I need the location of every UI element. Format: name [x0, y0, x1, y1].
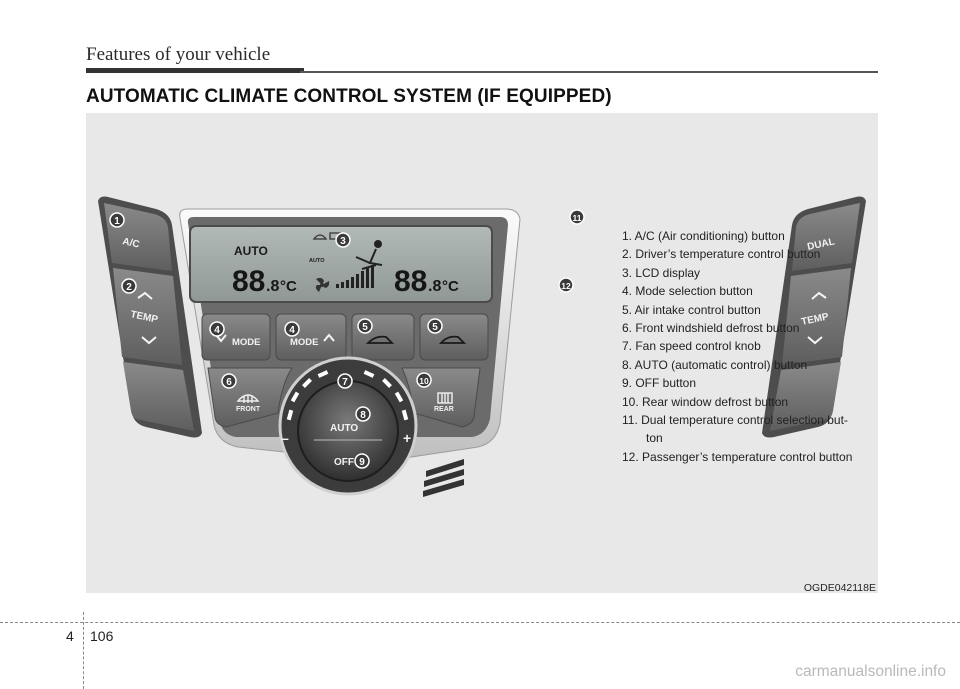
lcd-passenger-temp-decimal: .8: [428, 278, 441, 295]
airflow-person-icon: [355, 240, 383, 270]
ac-button-label: A/C: [121, 236, 140, 250]
legend-item: 6. Front windshield defrost button: [622, 321, 800, 336]
page-number: 106: [90, 628, 114, 644]
figure-code: OGDE042118E: [803, 582, 876, 594]
header-rule-thick: [86, 68, 304, 73]
fan-icon: [315, 277, 330, 292]
off-button-label: OFF: [334, 457, 354, 468]
legend-item: 7. Fan speed control knob: [622, 339, 761, 354]
footer-divider: [0, 622, 960, 623]
air-vent-grille: [423, 459, 464, 497]
callout-7: 7: [337, 373, 353, 389]
fan-level-bars: [336, 265, 374, 288]
legend-item: 4. Mode selection button: [622, 284, 753, 299]
climate-panel-illustration: AUTO AUTO 88 .8 °C 88 .8 °C A/C TEMP DUA…: [98, 196, 866, 497]
front-defrost-label: FRONT: [236, 406, 261, 413]
svg-text:2: 2: [126, 282, 132, 293]
climate-control-figure: AUTO AUTO 88 .8 °C 88 .8 °C A/C TEMP DUA…: [86, 113, 878, 594]
svg-text:4: 4: [214, 325, 220, 336]
legend-item: 3. LCD display: [622, 265, 701, 280]
svg-text:7: 7: [342, 377, 348, 388]
callout-2: 2: [121, 278, 137, 294]
fan-minus-label: –: [281, 430, 289, 446]
recirculation-car-icons: [365, 335, 467, 344]
svg-text:6: 6: [226, 377, 232, 388]
lcd-display: [189, 225, 493, 303]
temp-chevron-icons: [137, 291, 827, 345]
mode-left-label: MODE: [232, 337, 261, 348]
legend-item: 10. Rear window defrost button: [622, 394, 789, 409]
lcd-auto-label: AUTO: [234, 244, 268, 258]
callout-8: 8: [355, 406, 371, 422]
legend-item: 2. Driver’s temperature control button: [622, 247, 821, 262]
fan-speed-scale: [286, 370, 409, 421]
footer-vertical-divider: [83, 612, 84, 689]
left-side-controls: [98, 196, 202, 438]
section-title: AUTOMATIC CLIMATE CONTROL SYSTEM (IF EQU…: [86, 86, 612, 107]
callout-legend: 1. A/C (Air conditioning) button 2. Driv…: [622, 227, 878, 466]
svg-text:9: 9: [359, 457, 365, 468]
callout-5b: 5: [427, 318, 443, 334]
callout-11: 11: [569, 209, 585, 225]
svg-text:10: 10: [419, 376, 429, 386]
legend-item-continuation: ton: [646, 431, 663, 446]
callout-9: 9: [354, 453, 370, 469]
legend-item: 8. AUTO (automatic control) button: [622, 357, 808, 372]
svg-text:5: 5: [362, 322, 368, 333]
right-lower-panel: [770, 362, 841, 431]
callout-4a: 4: [209, 321, 225, 337]
lcd-driver-temp-decimal: .8: [266, 278, 279, 295]
callout-3: 3: [335, 232, 351, 248]
chapter-number: 4: [66, 628, 74, 644]
lcd-auto-small: AUTO: [309, 258, 325, 264]
fan-plus-label: +: [403, 430, 411, 446]
legend-item: 1. A/C (Air conditioning) button: [622, 229, 785, 243]
callout-12: 12: [558, 277, 574, 293]
callout-4b: 4: [284, 321, 300, 337]
svg-text:12: 12: [561, 281, 571, 291]
callout-10: 10: [416, 372, 432, 388]
lcd-passenger-unit: °C: [442, 278, 459, 295]
right-side-controls: [762, 196, 866, 438]
passenger-temp-button[interactable]: [782, 268, 851, 365]
callout-6: 6: [221, 373, 237, 389]
dual-button[interactable]: [792, 203, 860, 271]
left-lower-panel: [123, 362, 194, 431]
legend-item: 9. OFF button: [622, 376, 697, 391]
rear-defrost-label: REAR: [434, 406, 454, 413]
callout-1: 1: [109, 212, 125, 228]
lcd-passenger-temp: 88: [394, 265, 427, 298]
svg-text:11: 11: [573, 213, 582, 223]
callout-5a: 5: [357, 318, 373, 334]
svg-text:5: 5: [432, 322, 438, 333]
lcd-driver-unit: °C: [280, 278, 297, 295]
watermark: carmanualsonline.info: [795, 663, 946, 680]
mode-chevron-icons: [215, 333, 335, 343]
rear-defrost-icon: [437, 392, 453, 404]
svg-text:4: 4: [289, 325, 295, 336]
header-rule-thin: [300, 71, 878, 73]
svg-text:3: 3: [340, 236, 346, 247]
mode-right-label: MODE: [290, 337, 319, 348]
legend-item: 12. Passenger’s temperature control butt…: [622, 449, 853, 464]
auto-button-label: AUTO: [330, 423, 358, 434]
svg-text:1: 1: [114, 216, 120, 227]
front-defrost-icon: [236, 394, 260, 403]
legend-item: 11. Dual temperature control selection b…: [622, 413, 848, 428]
svg-text:8: 8: [360, 410, 366, 421]
legend-item: 5. Air intake control button: [622, 302, 761, 317]
lcd-driver-temp: 88: [232, 265, 265, 298]
header-title: Features of your vehicle: [86, 44, 271, 65]
